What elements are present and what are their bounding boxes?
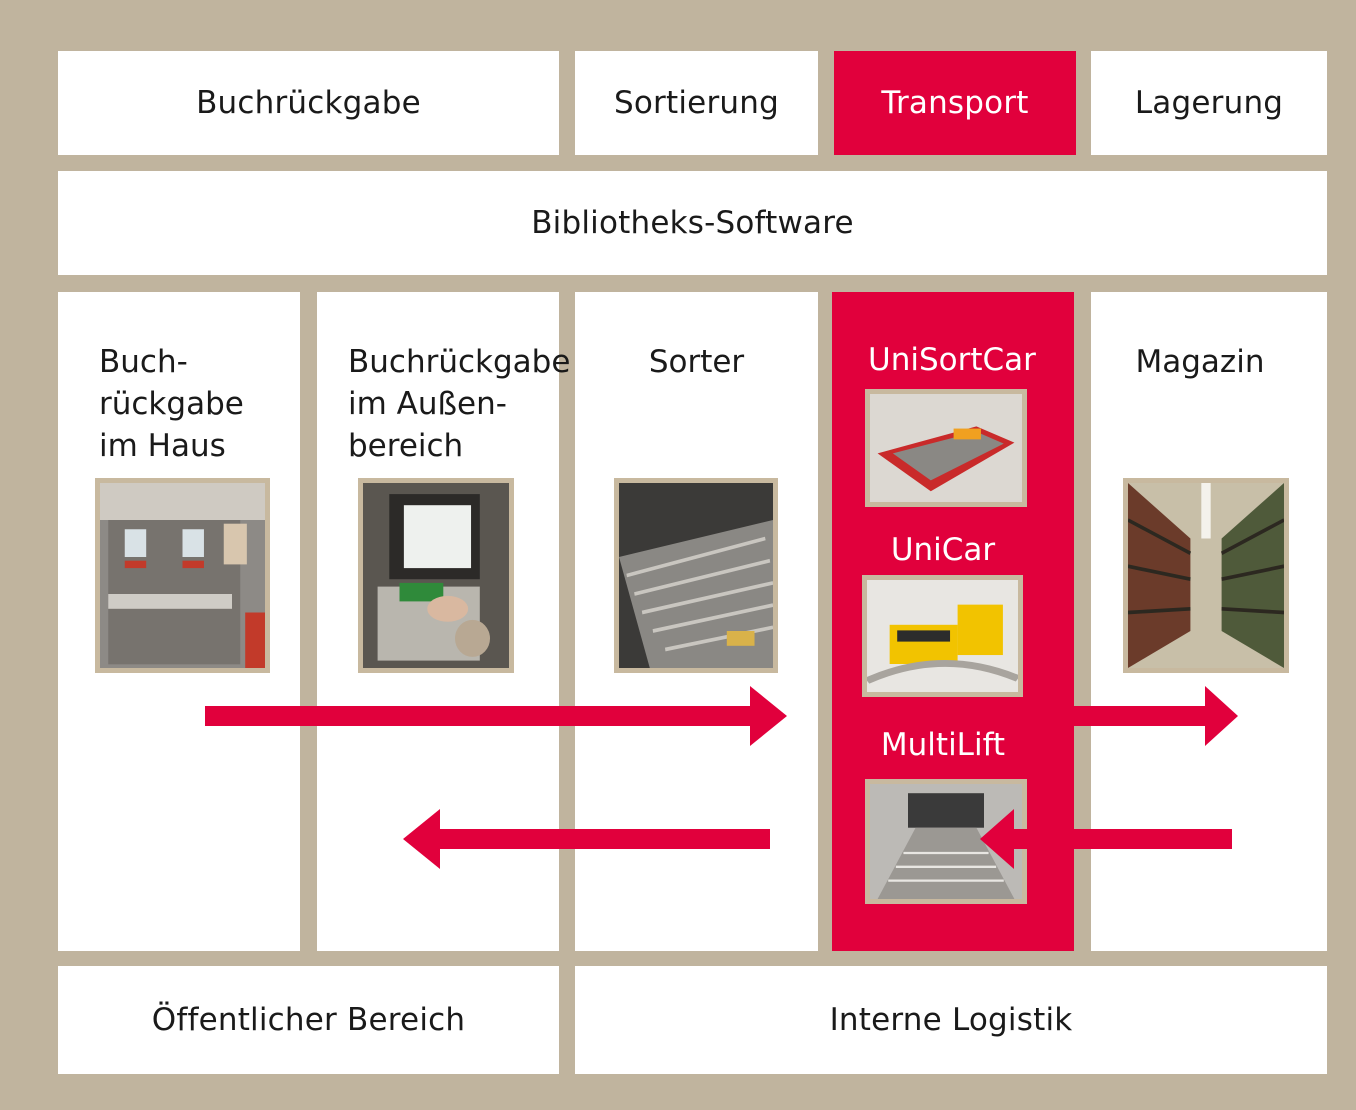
photo-magazin (1123, 478, 1289, 673)
column-label-magazin: Magazin (1135, 344, 1265, 380)
tab-buchrueckgabe-label: Buchrückgabe (196, 85, 421, 121)
software-bar-label: Bibliotheks-Software (531, 205, 854, 241)
label-line: Buchrückgabe (348, 344, 571, 380)
footer-internal-label: Interne Logistik (829, 1002, 1073, 1038)
column-label-return-outdoor: Buchrückgabe im Außen- bereich (348, 341, 570, 467)
tab-sortierung[interactable]: Sortierung (575, 51, 818, 155)
photo-return-kiosk-inside (95, 478, 270, 673)
label-line: im Außen- (348, 386, 507, 422)
software-bar: Bibliotheks-Software (58, 171, 1327, 275)
column-label-return-inhouse: Buch- rückgabe im Haus (99, 341, 244, 467)
footer-public-area: Öffentlicher Bereich (58, 966, 559, 1074)
footer-public-label: Öffentlicher Bereich (151, 1002, 466, 1038)
label-line: bereich (348, 428, 464, 464)
photo-return-kiosk-outside (358, 478, 514, 673)
tab-lagerung-label: Lagerung (1134, 85, 1284, 121)
photo-unicar (862, 575, 1023, 697)
footer-internal-logistics: Interne Logistik (575, 966, 1327, 1074)
transport-label-unicar: UniCar (890, 532, 996, 568)
tab-lagerung[interactable]: Lagerung (1091, 51, 1327, 155)
label-line: Buch- (99, 344, 188, 380)
tab-buchrueckgabe[interactable]: Buchrückgabe (58, 51, 559, 155)
tab-transport[interactable]: Transport (834, 51, 1076, 155)
photo-multilift (865, 779, 1027, 904)
photo-unisortcar (865, 389, 1027, 507)
photo-sorter (614, 478, 778, 673)
transport-label-multilift: MultiLift (880, 727, 1006, 763)
transport-label-unisortcar: UniSortCar (868, 342, 1036, 378)
label-line: rückgabe (99, 386, 244, 422)
tab-transport-label: Transport (881, 85, 1029, 121)
label-line: im Haus (99, 428, 226, 464)
tab-sortierung-label: Sortierung (614, 85, 779, 121)
column-label-sorter: Sorter (648, 344, 745, 380)
